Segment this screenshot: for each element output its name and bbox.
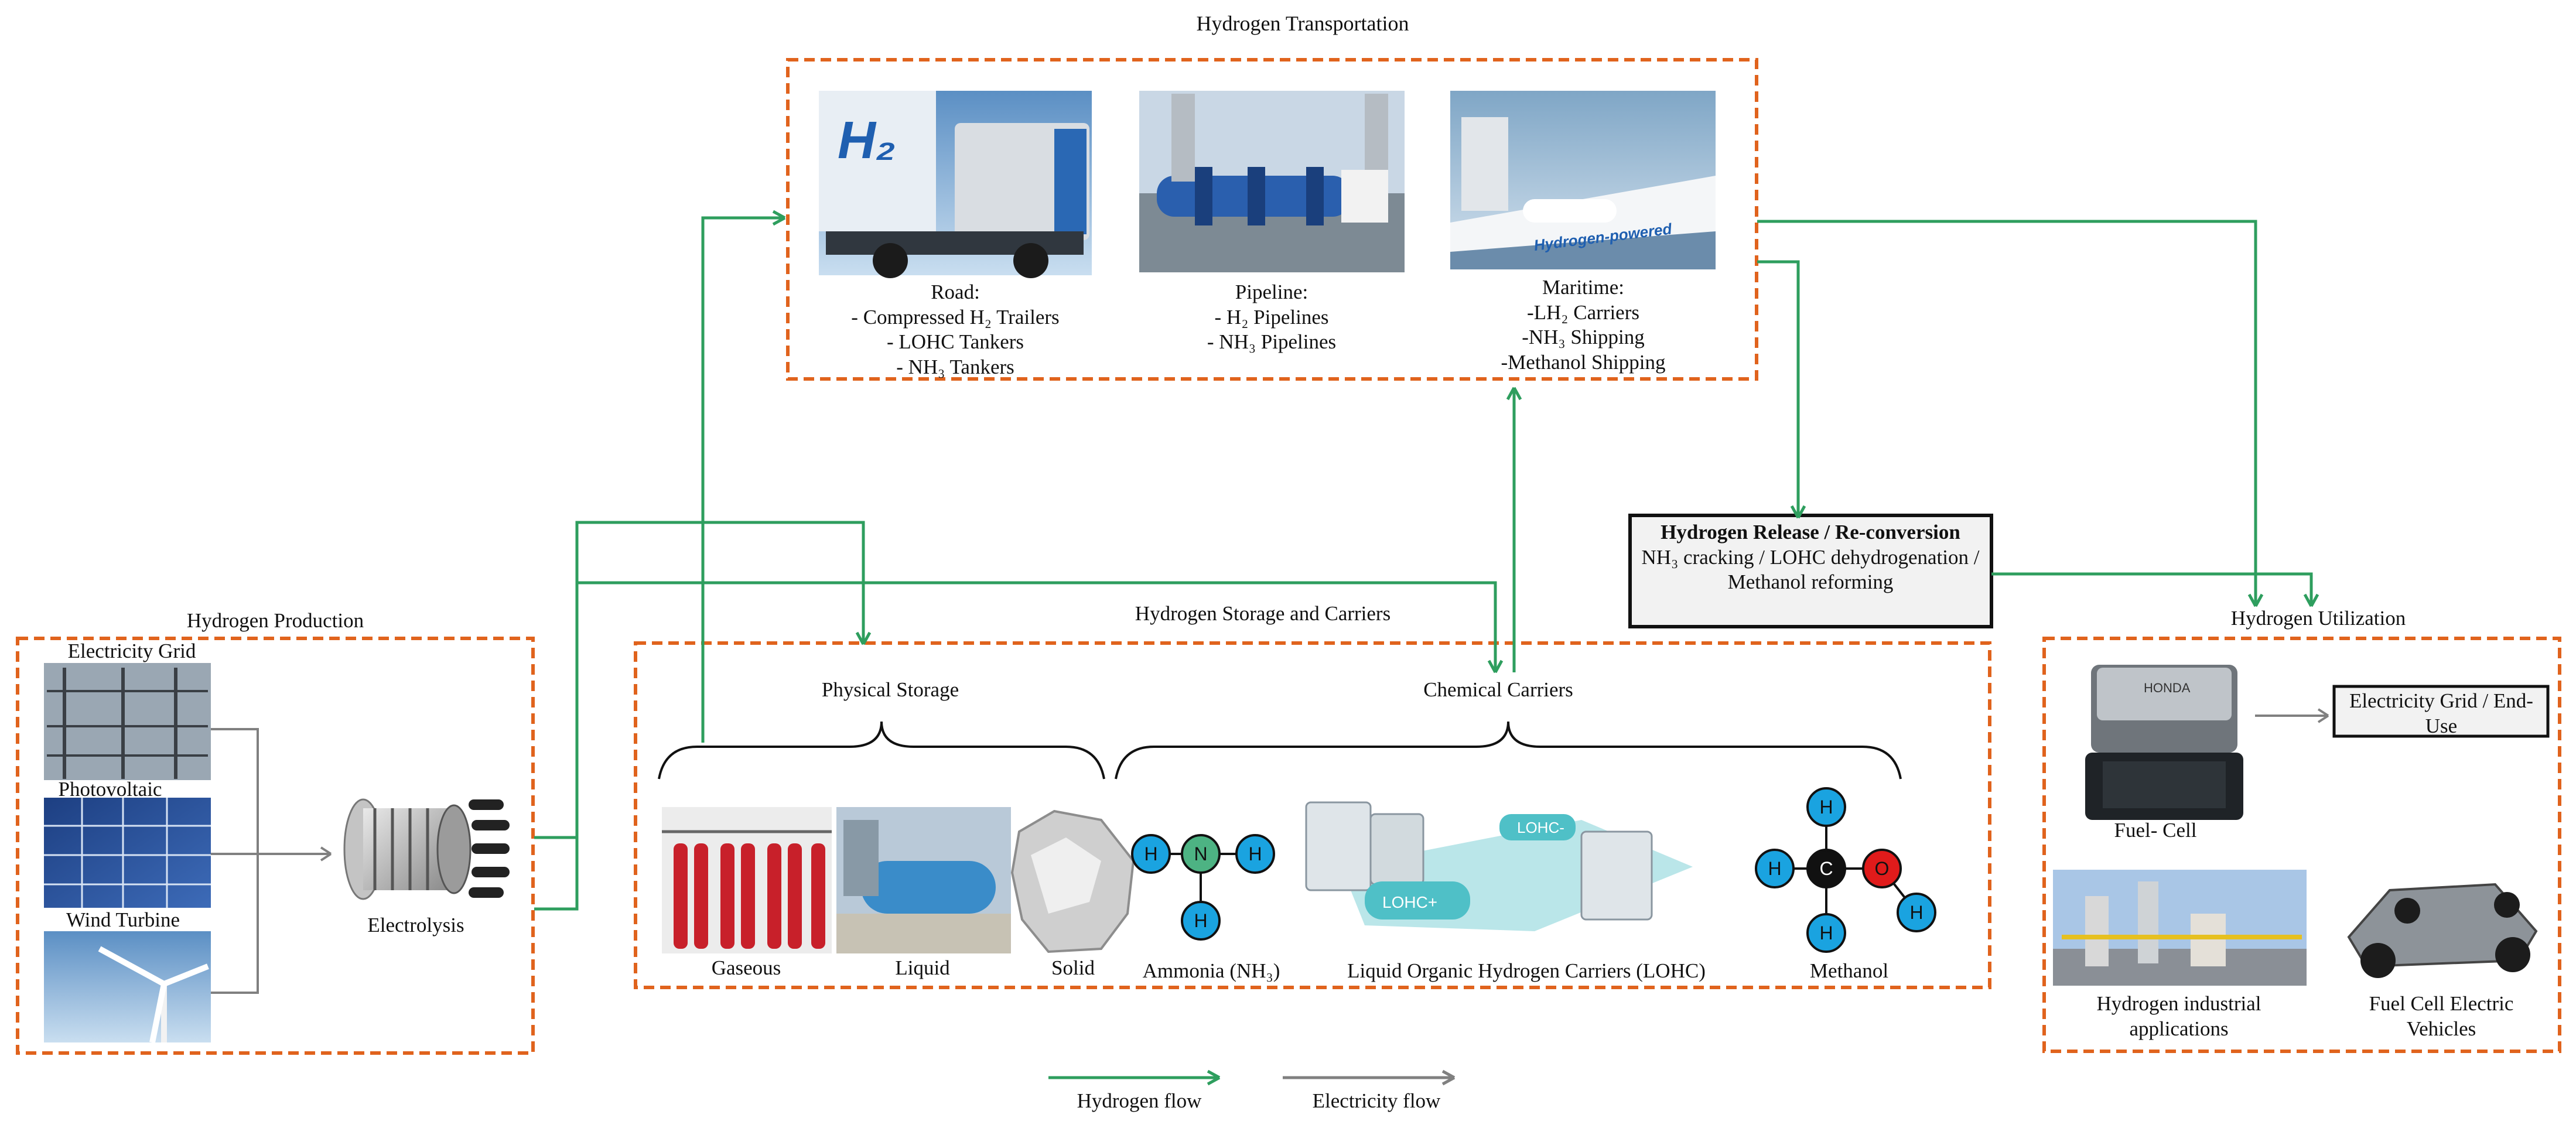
legend-hydrogen-label: Hydrogen flow: [1077, 1089, 1202, 1112]
maritime-item: -LH₂ Carriers: [1527, 300, 1639, 324]
svg-text:N: N: [1194, 843, 1207, 864]
pipeline-label: Pipeline: - H₂ Pipelines - NH₃ Pipelines: [1154, 280, 1389, 355]
ammonia-n-atom: [1181, 834, 1221, 874]
pipeline-item: - NH₃ Pipelines: [1207, 330, 1337, 354]
svg-text:H: H: [1194, 910, 1207, 931]
pipeline-title: Pipeline:: [1235, 281, 1309, 303]
transport-title: Hydrogen Transportation: [1196, 12, 1409, 35]
storage-title: Hydrogen Storage and Carriers: [1135, 602, 1391, 625]
release-body: NH₃ cracking / LOHC dehydrogenation / Me…: [1641, 545, 1980, 594]
methanol-h-atom-left: [1755, 849, 1795, 888]
road-item: - NH₃ Tankers: [896, 356, 1014, 379]
methanol-h-atom-bottom: [1806, 913, 1846, 953]
electrolyzer-image: [343, 798, 510, 900]
road-photo-text: H₂: [838, 111, 896, 170]
grid-end-use-box: [2332, 685, 2550, 738]
electricity-flow-lines: [211, 708, 2329, 994]
maritime-label: Maritime: -LH₂ Carriers -NH₃ Shipping -M…: [1466, 275, 1700, 375]
road-truck-photo: H₂: [819, 91, 1092, 278]
carrier-lohc-label: Liquid Organic Hydrogen Carriers (LOHC): [1347, 959, 1706, 982]
maritime-title: Maritime:: [1542, 276, 1624, 299]
storage-gaseous-label: Gaseous: [711, 956, 781, 979]
svg-text:O: O: [1875, 858, 1890, 879]
legend-electricity-label: Electricity flow: [1312, 1089, 1441, 1112]
maritime-item: -Methanol Shipping: [1501, 351, 1666, 374]
source-electricity-grid: Electricity Grid: [67, 640, 196, 662]
release-box: [1628, 514, 1993, 628]
industrial-photo: [2053, 870, 2307, 986]
gaseous-storage-photo: [662, 807, 832, 953]
svg-text:C: C: [1819, 858, 1833, 879]
liquid-storage-photo: [836, 807, 1011, 953]
chemical-carriers-title: Chemical Carriers: [1423, 678, 1573, 701]
storage-section-border: [634, 641, 1991, 989]
physical-storage-title: Physical Storage: [821, 678, 959, 701]
carrier-ammonia-label: Ammonia (NH₃): [1142, 959, 1280, 982]
ammonia-atom-labels: H N H H: [1144, 843, 1262, 931]
utilization-title: Hydrogen Utilization: [2230, 607, 2406, 630]
grid-end-use-label: Electricity Grid / End-Use: [2349, 689, 2533, 737]
methanol-atom-labels: H H C O H H: [1768, 797, 1923, 944]
carrier-methanol-label: Methanol: [1809, 959, 1889, 982]
pipeline-item: - H₂ Pipelines: [1214, 305, 1329, 329]
legend-hydrogen-arrow: [1048, 1069, 1221, 1086]
photovoltaic-photo: [44, 798, 211, 908]
methanol-h-atom-top: [1806, 787, 1846, 827]
physical-storage-brace: [658, 721, 1105, 780]
utilization-section-border: [2042, 637, 2561, 1053]
fuel-cell-label: Fuel- Cell: [2114, 819, 2197, 842]
ammonia-h-atom-left: [1131, 834, 1171, 874]
lohc-plus-tag: LOHC+: [1382, 893, 1437, 911]
source-photovoltaic: Photovoltaic: [58, 778, 162, 801]
lohc-minus-tag: LOHC-: [1517, 819, 1564, 836]
industrial-label: Hydrogen industrial applications: [2096, 992, 2261, 1040]
svg-text:H: H: [1909, 902, 1923, 923]
svg-text:H: H: [1768, 858, 1781, 879]
fcev-chassis-photo: [2334, 873, 2548, 981]
wind-turbine-photo: [44, 931, 211, 1043]
maritime-ship-photo: Hydrogen-powered: [1450, 91, 1716, 269]
methanol-c-atom: [1806, 849, 1846, 888]
source-wind-turbine: Wind Turbine: [66, 908, 180, 931]
methanol-h-atom-oh: [1897, 893, 1936, 932]
lohc-process-image: LOHC+ LOHC-: [1305, 801, 1693, 931]
legend-electricity-arrow: [1283, 1069, 1456, 1086]
production-title: Hydrogen Production: [186, 609, 364, 632]
storage-liquid-label: Liquid: [895, 956, 950, 979]
fuel-cell-engine-photo: HONDA: [2085, 665, 2243, 820]
svg-text:H: H: [1819, 922, 1833, 944]
solid-storage-photo: [1010, 809, 1135, 953]
road-item: - LOHC Tankers: [886, 330, 1024, 354]
hydrogen-flow-lines: [534, 210, 2319, 911]
ammonia-h-atom-bottom: [1181, 901, 1221, 941]
road-title: Road:: [931, 281, 980, 303]
ammonia-molecule: [1131, 834, 1275, 941]
maritime-item: -NH₃ Shipping: [1522, 326, 1645, 349]
chemical-carriers-brace: [1115, 721, 1902, 780]
transport-section-border: [786, 58, 1758, 381]
methanol-o-atom: [1862, 849, 1902, 888]
storage-solid-label: Solid: [1051, 956, 1095, 979]
fuel-cell-brand-text: HONDA: [2144, 681, 2191, 695]
fcev-label: Fuel Cell Electric Vehicles: [2369, 992, 2514, 1040]
release-text: Hydrogen Release / Re-conversion NH₃ cra…: [1638, 520, 1983, 595]
road-label: Road: - Compressed H₂ Trailers - LOHC Ta…: [791, 280, 1119, 380]
svg-text:H: H: [1144, 843, 1157, 864]
production-section-border: [16, 637, 535, 1055]
road-item: - Compressed H₂ Trailers: [851, 305, 1060, 329]
svg-text:H: H: [1819, 797, 1833, 818]
release-title: Hydrogen Release / Re-conversion: [1661, 521, 1960, 544]
electrolysis-label: Electrolysis: [367, 914, 464, 936]
methanol-molecule: [1755, 787, 1936, 953]
electricity-grid-photo: [44, 663, 211, 780]
svg-text:H: H: [1248, 843, 1262, 864]
pipeline-photo: [1139, 91, 1405, 272]
ammonia-h-atom-right: [1235, 834, 1275, 874]
